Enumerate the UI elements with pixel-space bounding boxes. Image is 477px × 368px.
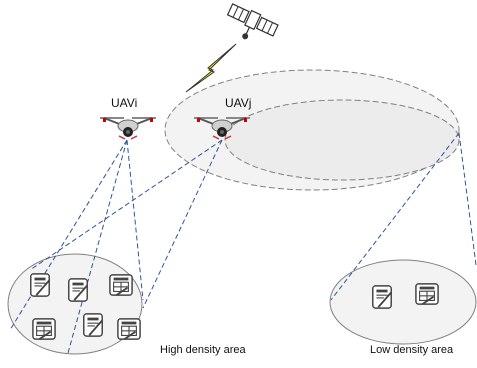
high-density-area-label: High density area xyxy=(160,344,246,356)
uavi-beams xyxy=(9,139,144,354)
device-grid-icon xyxy=(414,282,440,306)
lightning-link-icon xyxy=(185,43,237,93)
device-phone-icon xyxy=(82,313,104,337)
device-phone-icon xyxy=(29,273,51,297)
low-density-area-label: Low density area xyxy=(370,344,454,356)
uavi-drone-icon xyxy=(99,117,157,140)
uavj-beams xyxy=(29,139,223,309)
device-phone-icon xyxy=(67,278,89,302)
uavi-label: UAVi xyxy=(111,96,137,110)
device-phone-icon xyxy=(371,285,393,309)
coverage-ellipse-inner xyxy=(224,99,460,181)
low-density-area-ellipse xyxy=(329,259,477,345)
device-grid-icon xyxy=(31,317,57,341)
uavj-label: UAVj xyxy=(225,96,251,110)
low-area-beams xyxy=(330,132,477,301)
device-grid-icon xyxy=(108,273,134,297)
satellite-icon xyxy=(226,3,279,40)
device-grid-icon xyxy=(116,317,142,341)
